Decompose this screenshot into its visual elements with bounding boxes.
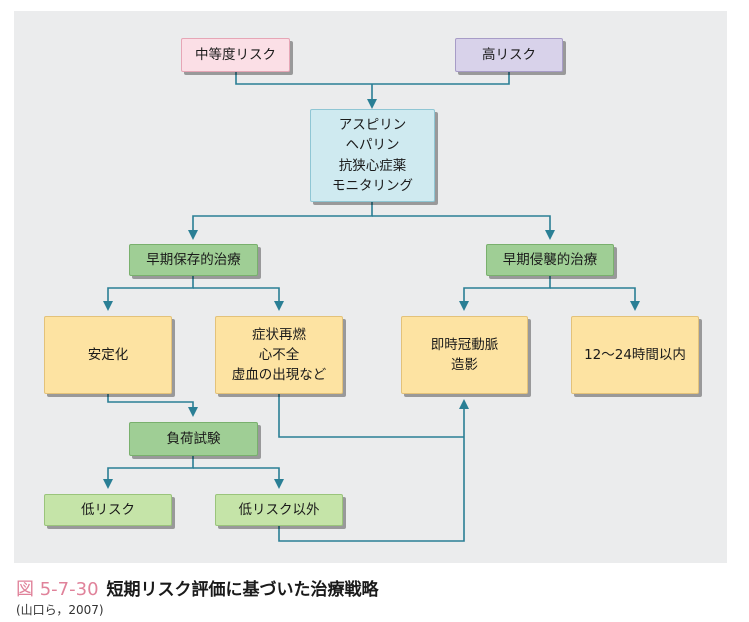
early-conservative-label: 早期保存的治療: [146, 251, 241, 268]
figure-caption: 図 5-7-30 短期リスク評価に基づいた治療戦略: [16, 575, 379, 601]
moderate-risk-box: 中等度リスク: [181, 38, 290, 72]
stress-test-box: 負荷試験: [129, 422, 258, 456]
stress-test-label: 負荷試験: [166, 430, 221, 447]
stabilization-label: 安定化: [87, 346, 129, 363]
non-low-risk-label: 低リスク以外: [238, 501, 320, 518]
figure-number: 図 5-7-30: [16, 579, 99, 600]
stabilization-box: 安定化: [44, 316, 172, 394]
recurrence-ischemia: 虚血の出現など: [231, 367, 327, 384]
early-invasive-label: 早期侵襲的治療: [502, 251, 598, 268]
low-risk-box: 低リスク: [44, 494, 172, 526]
medications-box: アスピリン ヘパリン 抗狭心症薬 モニタリング: [310, 109, 435, 202]
non-low-risk-box: 低リスク以外: [215, 494, 343, 526]
within-hours-box: 12〜24時間以内: [571, 316, 699, 394]
medication-aspirin: アスピリン: [338, 117, 407, 133]
recurrence-box: 症状再燃 心不全 虚血の出現など: [215, 316, 343, 394]
recurrence-symptoms: 症状再燃: [252, 326, 306, 343]
figure-citation: (山口ら，2007): [16, 603, 104, 617]
high-risk-label: 高リスク: [482, 46, 536, 63]
within-hours-label: 12〜24時間以内: [584, 346, 686, 363]
moderate-risk-label: 中等度リスク: [195, 46, 276, 63]
medication-antianginal: 抗狭心症薬: [338, 157, 407, 174]
recurrence-heart-failure: 心不全: [258, 346, 300, 363]
figure-title: 短期リスク評価に基づいた治療戦略: [106, 580, 379, 600]
angiography-line-1: 即時冠動脈: [430, 336, 499, 353]
low-risk-label: 低リスク: [81, 501, 135, 518]
high-risk-box: 高リスク: [455, 38, 563, 72]
early-conservative-box: 早期保存的治療: [129, 244, 258, 276]
early-invasive-box: 早期侵襲的治療: [486, 244, 614, 276]
medication-monitoring: モニタリング: [332, 177, 413, 194]
angiography-box: 即時冠動脈 造影: [401, 316, 528, 394]
medication-heparin: ヘパリン: [345, 137, 400, 154]
angiography-line-2: 造影: [451, 357, 478, 373]
